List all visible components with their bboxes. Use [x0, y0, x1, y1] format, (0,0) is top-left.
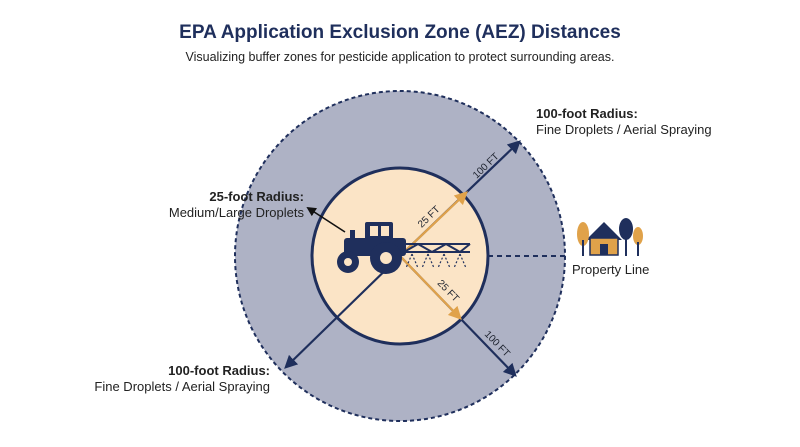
inner-radius-text: Medium/Large Droplets — [168, 205, 304, 220]
outer-radius-label-bottom: 100-foot Radius: Fine Droplets / Aerial … — [40, 363, 270, 395]
inner-radius-label: 25-foot Radius: Medium/Large Droplets — [140, 189, 304, 221]
inner-radius-arrow-upper — [399, 191, 468, 257]
tree-icon — [577, 218, 643, 256]
outer-radius-bottom-heading: 100-foot Radius: — [168, 363, 270, 378]
outer-radius-top-heading: 100-foot Radius: — [536, 106, 638, 121]
house-icon — [586, 222, 622, 256]
inner-radius-arrow-lower — [399, 255, 462, 320]
page-subtitle: Visualizing buffer zones for pesticide a… — [185, 50, 615, 64]
callout-arrow-inner — [306, 206, 346, 233]
sprayer-boom-icon — [403, 243, 471, 269]
outer-radius-top-text: Fine Droplets / Aerial Spraying — [536, 122, 712, 137]
outer-radius-bottom-text: Fine Droplets / Aerial Spraying — [94, 379, 270, 394]
outer-radius-arrow-lower-left — [284, 255, 401, 369]
inner-radius-heading: 25-foot Radius: — [209, 189, 304, 204]
tractor-icon — [337, 222, 406, 274]
outer-radius-label-top: 100-foot Radius: Fine Droplets / Aerial … — [536, 106, 776, 138]
page-title: EPA Application Exclusion Zone (AEZ) Dis… — [179, 22, 621, 43]
property-line-label: Property Line — [572, 262, 650, 277]
